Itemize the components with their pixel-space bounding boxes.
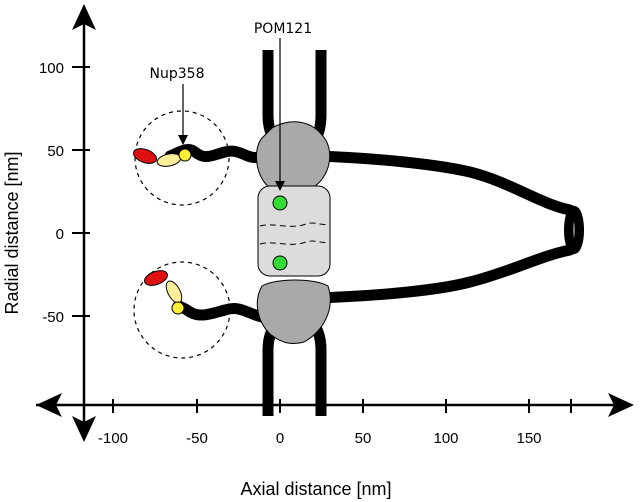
nup358-yellow-subunit [178,148,192,162]
cytoplasmic-filaments [164,144,268,323]
pom121-marker-upper [272,195,288,211]
nup358-label: Nup358 [150,66,205,82]
x-axis-right-arrow [608,393,634,417]
x-axis [36,393,634,417]
x-tick-label: -50 [186,430,208,447]
x-tick-label: 0 [276,430,284,447]
module-line-upper [259,222,329,227]
nup358-red-subunit [144,270,168,286]
y-tick-label: 50 [47,143,64,160]
nup358-lower [144,270,185,315]
basket-distal-ring-inner [570,215,578,245]
nuclear-ring-lower [256,279,331,345]
basket-filament-lower [309,244,576,304]
x-axis-title: Axial distance [nm] [240,479,391,499]
nup358-region-upper [134,110,230,206]
y-axis-title: Radial distance [nm] [2,151,22,314]
pom121-marker-lower [272,255,288,271]
y-tick-label: 0 [56,226,64,243]
nup358-upper [133,148,192,167]
y-axis [72,4,96,442]
filament-lower [172,300,268,323]
basket-distal-ring [564,206,584,254]
nup358-yellow-subunit [171,301,185,315]
x-tick-label: -100 [98,430,128,447]
x-axis-left-arrow [36,393,62,417]
central-membrane-module [257,185,331,277]
x-tick-label: 150 [516,430,541,447]
nup358-region-lower [133,261,231,359]
y-tick-label: 100 [39,60,64,77]
x-tick-label: 50 [355,430,372,447]
y-axis-top-arrow [72,4,96,30]
cytoplasmic-ring-upper [255,121,331,189]
pom121-label: POM121 [254,21,312,37]
nuclear-basket [309,150,584,304]
nup358-red-subunit [133,148,157,164]
y-axis-bottom-arrow [72,416,96,442]
module-line-lower [259,240,329,245]
y-tick-label: -50 [42,309,64,326]
basket-filament-upper [309,150,576,216]
x-tick-label: 100 [433,430,458,447]
nup358-pale-subunit [156,153,182,167]
